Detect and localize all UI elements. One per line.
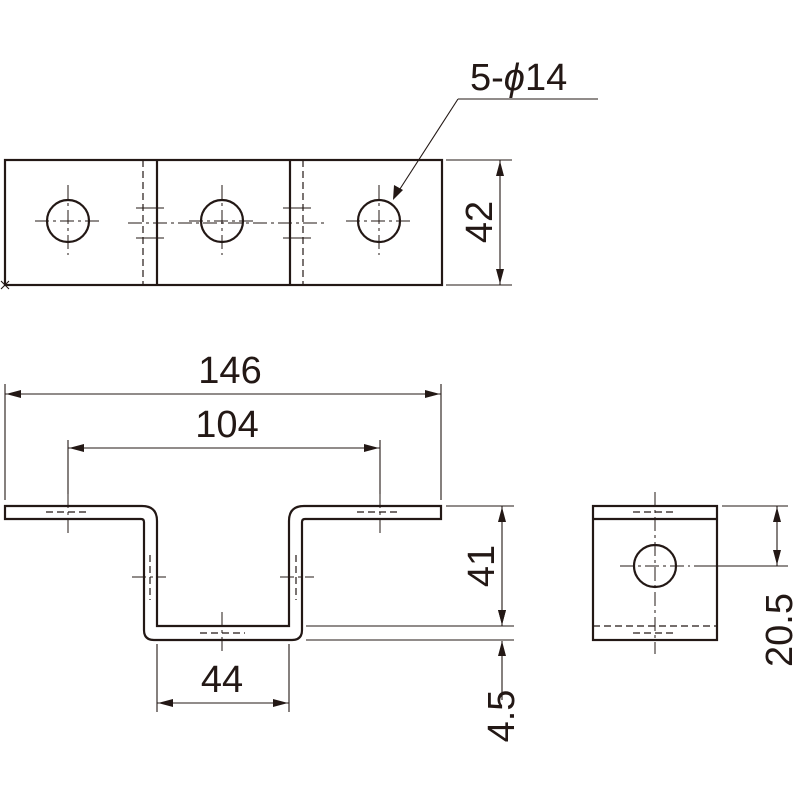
hole-callout: 5-ϕ14 — [393, 57, 598, 200]
hole-callout-label: 5-ϕ14 — [470, 57, 567, 99]
corner-mark — [0, 280, 10, 290]
hole-1 — [35, 185, 101, 255]
dim-thickness: 4.5 — [481, 610, 523, 742]
dim-channel-width-label: 44 — [201, 659, 243, 701]
dim-hole-pitch-label: 104 — [195, 404, 258, 446]
dim-channel-width: 44 — [156, 644, 290, 712]
dim-top-height: 42 — [446, 159, 512, 286]
front-view-outer-profile — [3, 504, 443, 642]
top-view-outline — [3, 158, 444, 287]
side-view — [591, 492, 719, 654]
dim-overall-width-label: 146 — [198, 350, 261, 392]
dim-height: 41 — [306, 505, 514, 641]
dim-height-label: 41 — [461, 545, 503, 587]
dim-overall-width: 146 — [4, 350, 442, 500]
hole-3 — [346, 185, 412, 255]
front-view — [3, 494, 443, 652]
dim-thickness-label: 4.5 — [481, 690, 523, 743]
dim-hole-pitch: 104 — [67, 404, 381, 494]
top-view — [0, 158, 444, 290]
dim-side-hole-height-label: 20.5 — [759, 593, 800, 667]
side-hole — [620, 492, 690, 654]
hole-2 — [189, 185, 255, 255]
dim-side-hole-height: 20.5 — [694, 505, 800, 667]
dim-top-height-label: 42 — [459, 201, 501, 243]
